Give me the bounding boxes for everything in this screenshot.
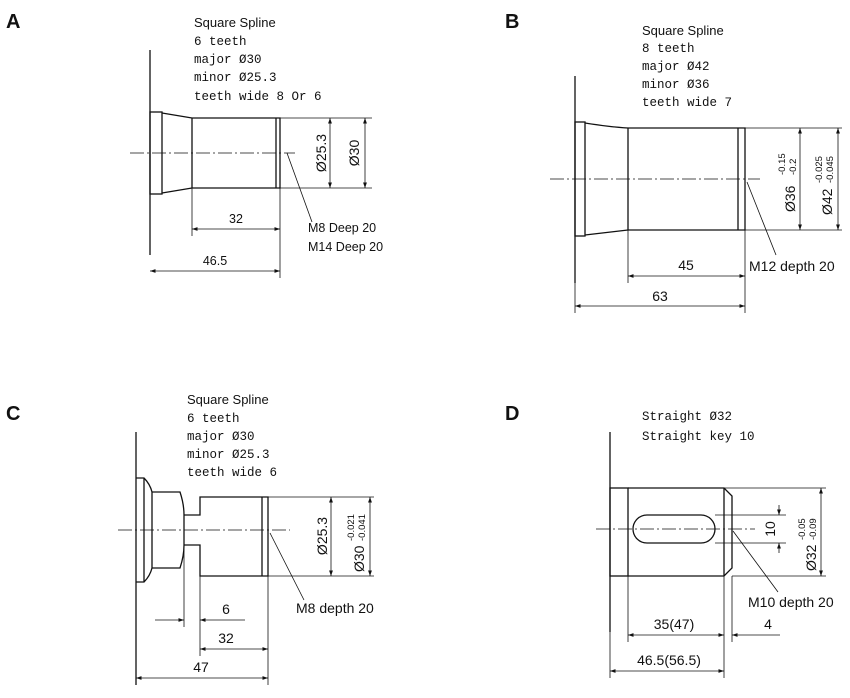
- panel-c-dim-spline-length: 32: [218, 630, 234, 646]
- panel-a-spec-note: Square Spline 6 teeth major Ø30 minor Ø2…: [194, 15, 322, 104]
- panel-c-dim-undercut: 6: [222, 601, 230, 617]
- panel-d-dimensions: 10 Ø32 -0.05 -0.09 35(47) 4 46.5(56.5) M…: [609, 488, 834, 678]
- panel-c-dim-major-tol-lower: -0.041: [357, 514, 368, 541]
- panel-b-spec-line-5: teeth wide 7: [642, 96, 732, 110]
- panel-b-dim-major-tol-upper: -0.025: [814, 156, 825, 183]
- panel-d-dim-dia-tol-lower: -0.09: [808, 518, 819, 540]
- panel-d-dim-key-length: 35(47): [654, 616, 694, 632]
- panel-b: B Square Spline 8 teeth major Ø42 minor …: [505, 11, 842, 313]
- panel-c-dim-minor: Ø25.3: [314, 517, 330, 555]
- panel-a-dimensions: Ø25.3 Ø30 32 46.5 M8 Deep 20 M14 Deep 20: [150, 118, 383, 278]
- panel-d-spec-note: Straight Ø32 Straight key 10: [642, 410, 755, 444]
- panel-c-spec-line-2: 6 teeth: [187, 412, 240, 426]
- panel-d-thread-note: M10 depth 20: [748, 594, 834, 610]
- panel-b-shaft-outline: [550, 76, 842, 283]
- panel-a-dim-major: Ø30: [346, 140, 362, 167]
- panel-b-spec-line-3: major Ø42: [642, 60, 710, 74]
- panel-c-dim-major: Ø30: [351, 545, 367, 572]
- panel-b-thread-note: M12 depth 20: [749, 258, 835, 274]
- panel-b-dim-major: Ø42: [819, 188, 835, 215]
- panel-c-spec-line-3: major Ø30: [187, 430, 255, 444]
- panel-d-spec-line-2: Straight key 10: [642, 430, 755, 444]
- panel-d-dim-end-length: 4: [764, 616, 772, 632]
- panel-d-dim-key-width: 10: [762, 521, 778, 537]
- panel-c-dim-total-length: 47: [193, 659, 209, 675]
- panel-c-thread-note: M8 depth 20: [296, 600, 374, 616]
- panel-b-label: B: [505, 11, 519, 33]
- panel-d-dim-diameter: Ø32: [803, 544, 819, 571]
- panel-c: C Square Spline 6 teeth major Ø30 minor …: [6, 392, 374, 685]
- panel-c-shaft-outline: [118, 432, 374, 685]
- panel-a-dim-total-length: 46.5: [203, 254, 227, 268]
- panel-d-shaft-outline: [596, 432, 826, 632]
- panel-b-dim-major-tol-lower: -0.045: [825, 156, 836, 183]
- panel-a-thread-note-1: M8 Deep 20: [308, 221, 376, 235]
- panel-b-dimensions: Ø36 -0.15 -0.2 Ø42 -0.025 -0.045 45 63 M…: [574, 128, 840, 313]
- panel-b-dim-total-length: 63: [652, 288, 668, 304]
- panel-d-dim-total-length: 46.5(56.5): [637, 652, 701, 668]
- panel-c-label: C: [6, 403, 20, 425]
- panel-a-spec-line-3: major Ø30: [194, 53, 262, 67]
- panel-b-spec-line-2: 8 teeth: [642, 42, 695, 56]
- panel-d-label: D: [505, 403, 519, 425]
- panel-b-spec-line-1: Square Spline: [642, 23, 724, 38]
- panel-c-spec-line-4: minor Ø25.3: [187, 448, 270, 462]
- panel-a-spec-line-4: minor Ø25.3: [194, 71, 277, 85]
- panel-a-shaft-outline: [130, 50, 372, 255]
- panel-c-dimensions: Ø25.3 Ø30 -0.021 -0.041 6 32 47 M8 depth…: [136, 497, 374, 685]
- panel-b-spec-note: Square Spline 8 teeth major Ø42 minor Ø3…: [642, 23, 732, 110]
- panel-b-dim-minor: Ø36: [782, 185, 798, 212]
- panel-a-spec-line-5: teeth wide 8 Or 6: [194, 90, 322, 104]
- panel-a-dim-minor: Ø25.3: [313, 134, 329, 172]
- panel-c-spec-line-1: Square Spline: [187, 392, 269, 407]
- panel-a-thread-note-2: M14 Deep 20: [308, 240, 383, 254]
- panel-d: D Straight Ø32 Straight key 10 10 Ø32 -0…: [505, 403, 834, 678]
- panel-b-dim-minor-tol-upper: -0.15: [777, 153, 788, 175]
- panel-b-dim-minor-tol-lower: -0.2: [788, 159, 799, 175]
- panel-a-label: A: [6, 11, 20, 33]
- panel-c-spec-note: Square Spline 6 teeth major Ø30 minor Ø2…: [187, 392, 277, 480]
- panel-d-dim-dia-tol-upper: -0.05: [797, 518, 808, 540]
- panel-b-spec-line-4: minor Ø36: [642, 78, 710, 92]
- panel-d-spec-line-1: Straight Ø32: [642, 410, 732, 424]
- panel-b-dim-spline-length: 45: [678, 257, 694, 273]
- panel-c-spec-line-5: teeth wide 6: [187, 466, 277, 480]
- panel-a: A Square Spline 6 teeth major Ø30 minor …: [6, 11, 383, 278]
- panel-a-spec-line-1: Square Spline: [194, 15, 276, 30]
- panel-a-dim-spline-length: 32: [229, 212, 243, 226]
- panel-c-dim-major-tol-upper: -0.021: [346, 514, 357, 541]
- panel-a-spec-line-2: 6 teeth: [194, 35, 247, 49]
